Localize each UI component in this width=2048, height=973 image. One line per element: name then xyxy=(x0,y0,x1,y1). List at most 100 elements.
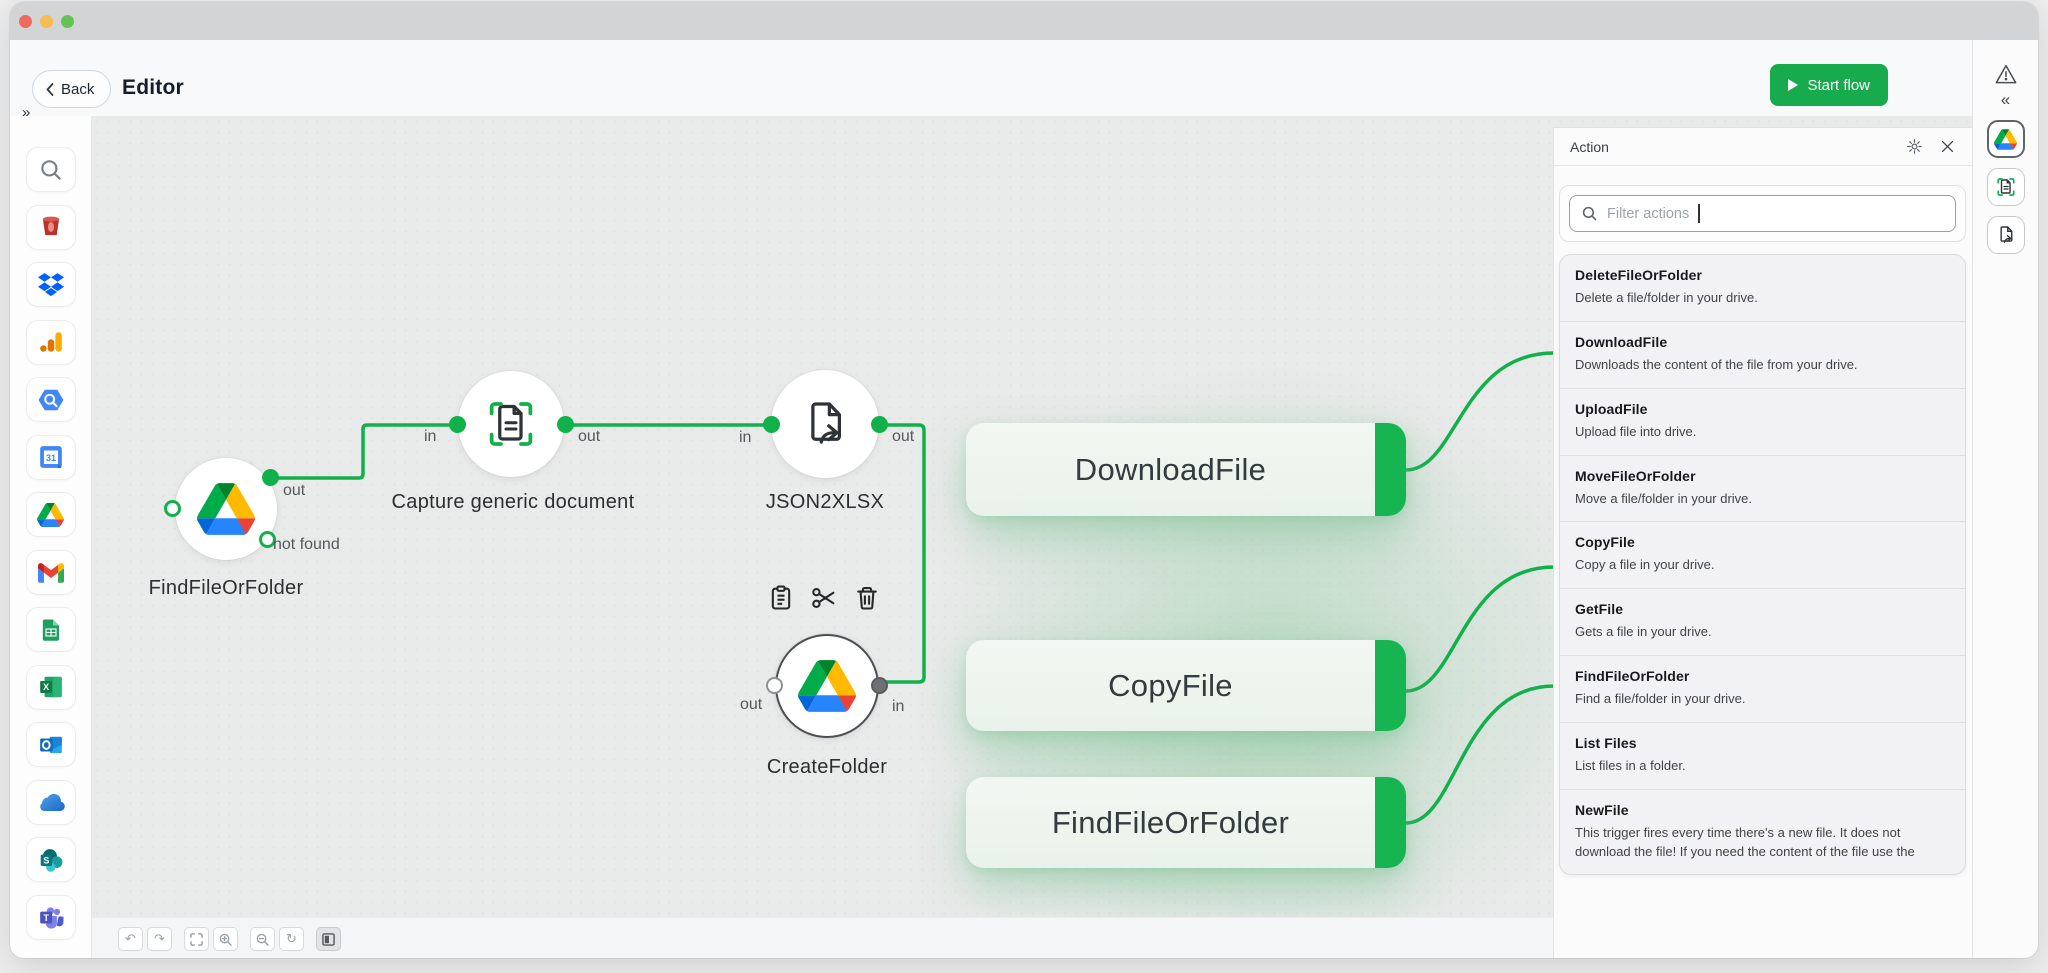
sidebar-app-google-sheets[interactable] xyxy=(25,607,76,652)
port-findfileorfolder-notfound[interactable] xyxy=(259,531,276,548)
start-flow-button[interactable]: Start flow xyxy=(1770,64,1888,106)
json2xlsx-icon xyxy=(1999,226,2012,243)
edge-downloadfile-suggestion xyxy=(1404,351,1556,472)
sidebar-app-dropbox[interactable] xyxy=(25,262,76,307)
node-label-json2xlsx: JSON2XLSX xyxy=(765,491,885,513)
filter-container: Filter actions xyxy=(1559,185,1966,242)
fit-view-icon xyxy=(190,932,203,946)
suggestion-connector-bar[interactable] xyxy=(1375,777,1406,868)
gmail-icon xyxy=(37,562,64,583)
sidebar-app-microsoft-teams[interactable]: T xyxy=(25,894,76,940)
sidebar-expand-icon[interactable]: » xyxy=(22,104,31,121)
action-item-description: Upload file into drive. xyxy=(1575,423,1697,439)
zoom-window-button[interactable] xyxy=(61,14,74,28)
minimap-icon xyxy=(322,932,335,946)
search-icon xyxy=(40,159,61,180)
sidebar-app-google-bigquery[interactable] xyxy=(25,377,76,422)
sidebar-app-gmail[interactable] xyxy=(25,549,76,595)
rail-app-google-drive[interactable] xyxy=(1986,120,2025,158)
minimap-toggle-button[interactable] xyxy=(316,927,341,951)
port-capture-out[interactable] xyxy=(557,416,574,433)
panel-title: Action xyxy=(1570,138,1609,155)
rail-app-json2xlsx[interactable] xyxy=(1986,216,2025,254)
collapse-panel-icon[interactable]: « xyxy=(2000,90,2011,109)
rail-app-capture-document[interactable] xyxy=(1986,168,2025,206)
port-findfileorfolder-out[interactable] xyxy=(262,469,279,486)
node-label-capture: Capture generic document xyxy=(391,491,635,513)
sidebar-app-microsoft-outlook[interactable] xyxy=(25,722,76,767)
node-edit-toolbar xyxy=(767,584,881,612)
back-button[interactable]: Back xyxy=(32,70,112,108)
google-calendar-icon: 31 xyxy=(39,446,62,468)
sidebar-search-button[interactable] xyxy=(25,147,76,192)
zoom-in-icon xyxy=(219,933,232,946)
suggestion-label: CopyFile xyxy=(1108,667,1233,703)
warning-icon[interactable] xyxy=(1995,64,2017,84)
close-window-button[interactable] xyxy=(19,14,32,28)
suggestion-copyfile[interactable]: CopyFile xyxy=(966,640,1406,731)
edge-findfileorfolder-suggestion xyxy=(1404,684,1556,825)
search-icon xyxy=(1582,206,1597,221)
sidebar-app-onedrive[interactable] xyxy=(25,779,76,825)
redo-button[interactable]: ↷ xyxy=(147,927,172,951)
sidebar-app-sharepoint[interactable]: S xyxy=(25,837,76,882)
zoom-out-button[interactable] xyxy=(250,927,275,951)
google-drive-icon xyxy=(37,502,64,527)
action-item-title: GetFile xyxy=(1575,601,1624,618)
json2xlsx-icon xyxy=(811,402,841,444)
node-createfolder[interactable] xyxy=(775,634,879,738)
reset-view-button[interactable]: ↻ xyxy=(279,927,304,951)
undo-button[interactable]: ↶ xyxy=(118,927,143,951)
suggestion-findfileorfolder[interactable]: FindFileOrFolder xyxy=(966,777,1406,868)
microsoft-excel-icon: X xyxy=(39,676,62,698)
trash-delete-icon[interactable] xyxy=(853,584,881,612)
port-label-not-found: not found xyxy=(273,536,340,553)
onedrive-icon xyxy=(39,793,65,811)
flow-canvas[interactable]: out not found FindFileOrFolder in out Ca… xyxy=(92,116,1972,958)
port-capture-in[interactable] xyxy=(449,416,466,433)
close-icon[interactable] xyxy=(1939,138,1956,155)
node-json2xlsx[interactable] xyxy=(771,370,879,478)
zoom-in-button[interactable] xyxy=(213,927,238,951)
suggestion-connector-bar[interactable] xyxy=(1375,423,1406,516)
suggestion-connector-bar[interactable] xyxy=(1375,640,1406,731)
action-item-title: DeleteFileOrFolder xyxy=(1575,267,1703,283)
dropbox-icon xyxy=(37,272,64,296)
sidebar-app-google-calendar[interactable]: 31 xyxy=(25,434,76,480)
fit-view-button[interactable] xyxy=(184,927,209,951)
sidebar-app-microsoft-excel[interactable]: X xyxy=(25,664,76,710)
sidebar-app-amazon-s3[interactable] xyxy=(25,204,76,250)
redo-icon: ↷ xyxy=(154,931,165,946)
suggestion-downloadfile[interactable]: DownloadFile xyxy=(966,423,1406,516)
sidebar-app-google-analytics[interactable] xyxy=(25,319,76,365)
scissors-cut-icon[interactable] xyxy=(810,584,838,612)
port-findfileorfolder-in[interactable] xyxy=(164,500,181,517)
action-item-description: Gets a file in your drive. xyxy=(1575,624,1712,640)
port-json2xlsx-out[interactable] xyxy=(871,416,888,433)
action-item-description: List files in a folder. xyxy=(1575,757,1686,773)
port-json2xlsx-in[interactable] xyxy=(763,416,780,433)
gear-settings-icon[interactable] xyxy=(1906,138,1923,155)
action-item-description: This trigger fires every time there's a … xyxy=(1575,824,1915,859)
sidebar-app-google-drive[interactable] xyxy=(25,492,76,537)
clipboard-icon[interactable] xyxy=(767,584,795,612)
minimize-window-button[interactable] xyxy=(40,14,53,28)
microsoft-outlook-icon xyxy=(39,736,62,753)
google-analytics-icon xyxy=(39,332,62,352)
action-panel: Action Filter actions DeleteFileOrFolder… xyxy=(1553,127,1972,958)
port-createfolder-in[interactable] xyxy=(871,677,888,694)
svg-text:T: T xyxy=(43,913,49,923)
node-capture-generic-document[interactable] xyxy=(458,371,564,477)
port-createfolder-out[interactable] xyxy=(766,677,783,694)
flow-edges xyxy=(269,351,1556,825)
filter-actions-input[interactable]: Filter actions xyxy=(1569,195,1956,232)
